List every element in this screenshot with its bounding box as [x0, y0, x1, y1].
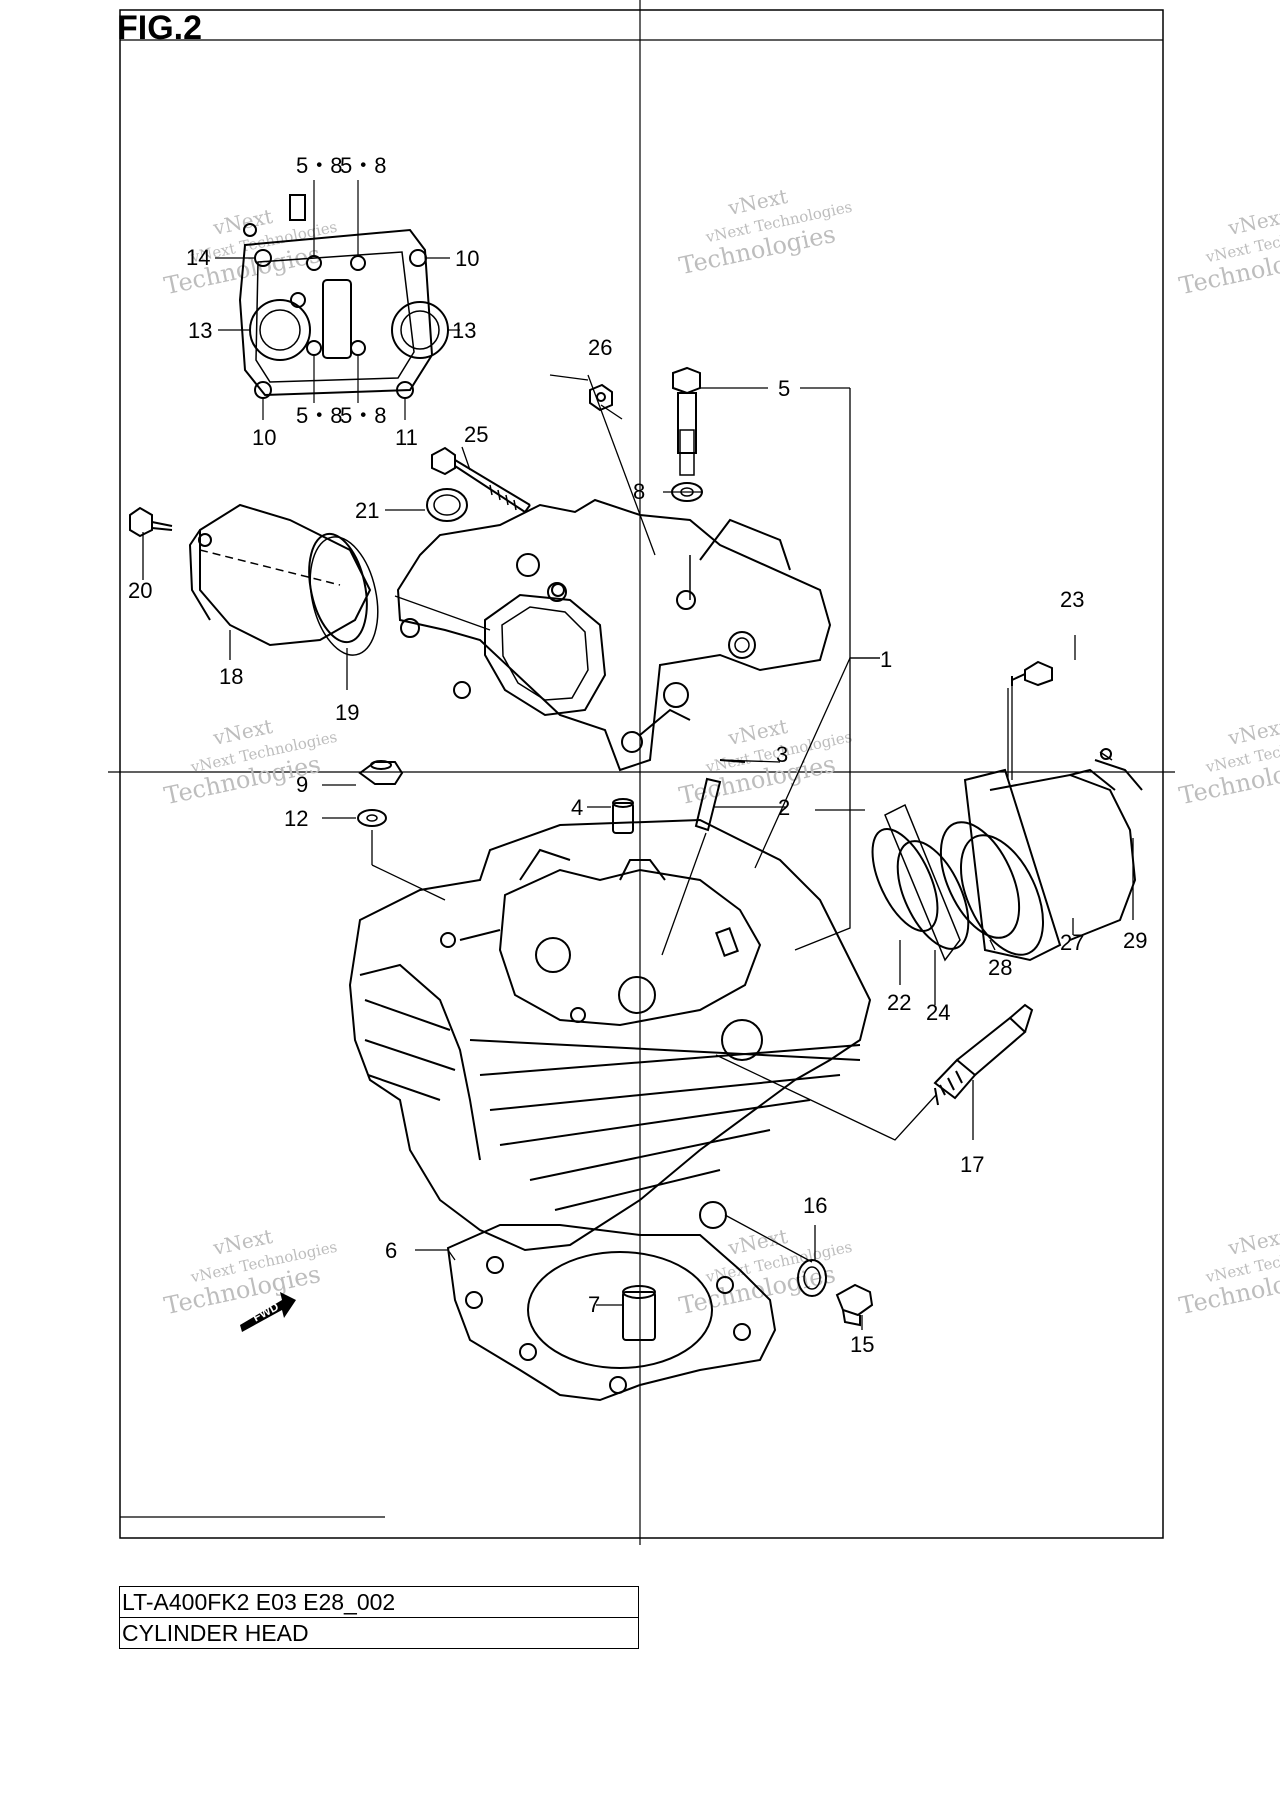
callout-26: 26 [588, 335, 612, 360]
small-hardware-drawing [426, 383, 613, 522]
head-cover-drawing [396, 498, 832, 772]
callout-24: 24 [926, 1000, 950, 1025]
callout-inset-58-c: 5・8 [296, 403, 342, 428]
callout-6: 6 [385, 1238, 397, 1263]
callout-19: 19 [335, 700, 359, 725]
callout-inset-13-left: 13 [188, 318, 212, 343]
callout-15: 15 [850, 1332, 874, 1357]
callout-inset-10-bottom: 10 [252, 425, 276, 450]
callout-18: 18 [219, 664, 243, 689]
callout-5: 5 [778, 376, 790, 401]
callout-2: 2 [778, 795, 790, 820]
bolt-washer-drawing [671, 366, 703, 502]
callout-25: 25 [464, 422, 488, 447]
figure-title: FIG.2 [117, 9, 202, 47]
head-gasket-drawing [446, 1224, 777, 1402]
callout-12: 12 [284, 806, 308, 831]
callout-7: 7 [588, 1292, 600, 1317]
fwd-label: FWD [250, 1299, 281, 1324]
callout-inset-14: 14 [186, 245, 210, 270]
callout-9: 9 [296, 772, 308, 797]
caption-name: CYLINDER HEAD [119, 1617, 639, 1649]
watermarks: vNext vNext Technologies Technologies vN… [162, 184, 1280, 1320]
callout-29: 29 [1123, 928, 1147, 953]
callout-27: 27 [1060, 930, 1084, 955]
callout-inset-11: 11 [395, 425, 418, 450]
leader-lines [142, 374, 1134, 1330]
callout-28: 28 [988, 955, 1012, 980]
callout-1: 1 [880, 647, 892, 672]
inset-top-view [238, 194, 449, 399]
cylinder-head-drawing [348, 818, 872, 1252]
callout-16: 16 [803, 1193, 827, 1218]
spark-plug-drawing [933, 1003, 1034, 1106]
drain-plug-drawing [797, 1259, 874, 1327]
callout-inset-58-a: 5・8 [296, 153, 342, 178]
caption-model: LT-A400FK2 E03 E28_002 [119, 1586, 639, 1618]
callout-8: 8 [633, 479, 645, 504]
callout-inset-13-right: 13 [452, 318, 476, 343]
inset-leaders [215, 180, 460, 420]
callout-inset-10-right: 10 [455, 246, 479, 271]
callout-21: 21 [355, 498, 379, 523]
callout-4: 4 [571, 795, 583, 820]
callout-23: 23 [1060, 587, 1084, 612]
callout-inset-58-d: 5・8 [340, 403, 386, 428]
callout-inset-58-b: 5・8 [340, 153, 386, 178]
callouts: 5 8 26 25 21 20 18 19 1 23 9 12 4 3 2 22… [128, 335, 1147, 1357]
callout-3: 3 [776, 742, 788, 767]
callout-22: 22 [887, 990, 911, 1015]
callout-20: 20 [128, 578, 152, 603]
valve-cover-cap-drawing [129, 503, 379, 656]
intake-pipe-drawing [871, 660, 1143, 962]
callout-17: 17 [960, 1152, 984, 1177]
